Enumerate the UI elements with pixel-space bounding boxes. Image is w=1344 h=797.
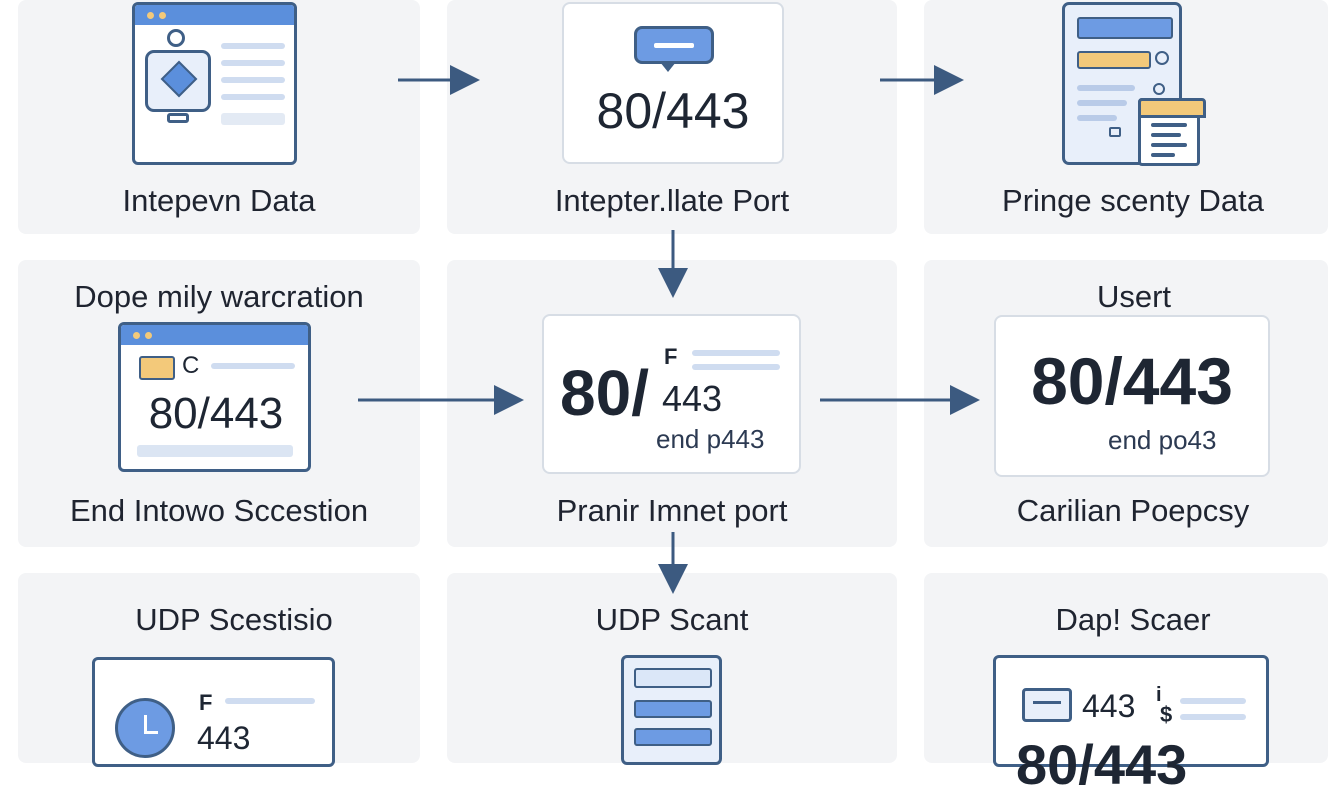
flow-arrows (358, 65, 980, 594)
card-icon (1022, 688, 1072, 722)
clipboard-icon (1138, 98, 1206, 166)
node-label-top-mid: Intepter.llate Port (554, 183, 790, 218)
browser-window-icon: C 80/443 (118, 322, 311, 472)
port-number: 80/443 (148, 389, 284, 438)
node-label-mid-right: Carilian Poepcsy (1016, 493, 1250, 528)
server-stack-icon (621, 655, 722, 765)
chat-bubble-icon (634, 26, 714, 64)
port-card-top: 80/443 (562, 2, 784, 164)
folder-icon (139, 356, 175, 380)
node-title-bot-right: Dap! Scaer (1055, 602, 1211, 637)
robot-device-icon (145, 50, 211, 112)
node-label-top-left: Intepevn Data (122, 183, 316, 218)
clock-icon (115, 698, 175, 758)
browser-window-icon (132, 2, 297, 165)
node-label-top-right: Pringe scenty Data (1002, 183, 1264, 218)
port-number: 80/443 (596, 83, 750, 139)
node-title-mid-left: Dope mily warcration (74, 279, 364, 314)
port-card-center: 80/ F 443 end p443 (542, 314, 801, 474)
node-title-mid-right: Usert (1096, 279, 1172, 314)
node-label-mid-left: End Intowo Sccestion (69, 493, 369, 528)
node-label-mid-center: Pranir Imnet port (556, 493, 788, 528)
node-title-bot-left: UDP Scestisio (135, 602, 333, 637)
port-card-right: 80/443 end po43 (994, 315, 1270, 477)
node-title-bot-mid: UDP Scant (595, 602, 749, 637)
